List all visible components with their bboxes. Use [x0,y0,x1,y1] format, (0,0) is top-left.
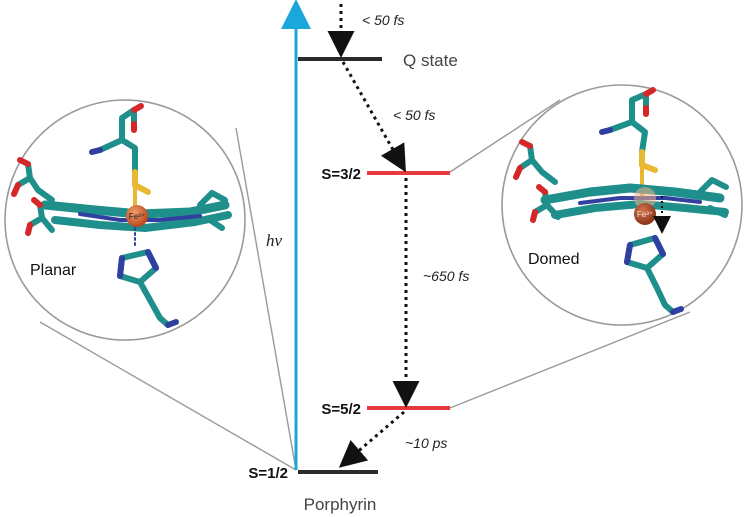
planar-inset: Fe³⁺ Planar [4,99,246,341]
right-connector-bottom [449,311,691,409]
s32-label: S=3/2 [321,166,361,183]
s52-label: S=5/2 [321,401,361,418]
transition-label-2: < 50 fs [393,107,435,123]
planar-fe-label: Fe³⁺ [129,212,145,221]
planar-label: Planar [30,262,77,279]
q-state-label: Q state [403,51,458,70]
transition-label-4: ~10 ps [405,435,447,451]
left-connector-bottom [39,321,297,471]
transition-label-1: < 50 fs [362,12,404,28]
transition-arrow-2 [341,61,406,173]
domed-label: Domed [528,251,580,268]
right-connector-top [449,99,561,173]
transition-label-3: ~650 fs [423,268,469,284]
left-connector-top [235,127,297,471]
domed-iron-ghost [634,187,656,209]
inset-connectors [39,99,691,471]
porphyrin-label: Porphyrin [304,495,377,514]
excitation-label: hν [266,231,283,250]
domed-fe-label: Fe³⁺ [637,210,653,219]
domed-inset: Fe³⁺ Domed [501,84,743,326]
transition-arrow-4 [338,410,405,468]
planar-iron-atom [126,205,148,227]
s12-label: S=1/2 [248,465,288,482]
domed-iron-atom [634,203,656,225]
